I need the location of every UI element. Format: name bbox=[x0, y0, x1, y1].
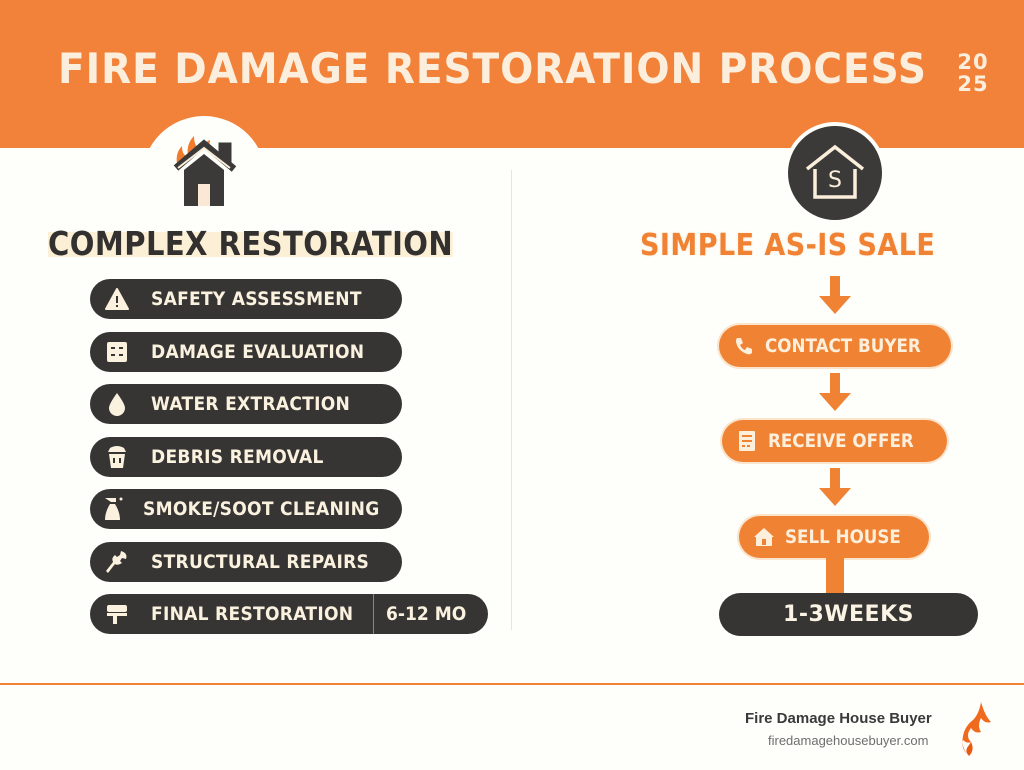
brand-name: Fire Damage House Buyer bbox=[745, 710, 932, 727]
flame-logo-icon bbox=[962, 702, 991, 756]
step-label: DEBRIS REMOVAL bbox=[151, 445, 324, 468]
svg-text:S: S bbox=[828, 168, 842, 193]
sale-duration-badge: 1-3WEEKS bbox=[719, 593, 978, 636]
warning-triangle-icon bbox=[102, 284, 132, 314]
step-label: FINAL RESTORATION bbox=[151, 603, 354, 625]
step-water-extraction: WATER EXTRACTION bbox=[90, 384, 402, 424]
spray-bottle-icon bbox=[102, 494, 124, 524]
trash-bin-icon bbox=[102, 442, 132, 472]
page-title: FIRE DAMAGE RESTORATION PROCESS bbox=[58, 44, 927, 93]
step-label: SAFETY ASSESSMENT bbox=[151, 288, 362, 310]
step-sell-house: SELL HOUSE bbox=[739, 516, 929, 558]
step-damage-evaluation: DAMAGE EVALUATION bbox=[90, 331, 402, 372]
step-receive-offer: RECEIVE OFFER bbox=[722, 420, 947, 462]
restoration-steps-list: SAFETY ASSESSMENT DAMAGE EVALUATION WATE… bbox=[90, 279, 488, 647]
step-smoke-soot-cleaning: SMOKE/SOOT CLEANING bbox=[90, 489, 402, 529]
restoration-duration: 6-12 MO bbox=[373, 594, 475, 634]
brand-url-link[interactable]: firedamagehousebuyer.com bbox=[768, 733, 929, 748]
year-label: 20 25 bbox=[955, 51, 991, 95]
simple-sale-title: SIMPLE AS-IS SALE bbox=[640, 228, 936, 263]
house-dollar-icon: S bbox=[805, 144, 865, 199]
step-label: SMOKE/SOOT CLEANING bbox=[143, 498, 380, 520]
water-drop-icon bbox=[102, 389, 132, 419]
step-debris-removal: DEBRIS REMOVAL bbox=[90, 436, 402, 477]
step-label: RECEIVE OFFER bbox=[768, 430, 914, 452]
complex-restoration-title: COMPLEX RESTORATION bbox=[48, 224, 454, 263]
step-structural-repairs: STRUCTURAL REPAIRS bbox=[90, 541, 402, 582]
footer-divider bbox=[0, 683, 1024, 685]
step-label: SELL HOUSE bbox=[785, 526, 901, 548]
year-bottom: 25 bbox=[957, 72, 989, 96]
step-label: WATER EXTRACTION bbox=[151, 393, 351, 415]
arrow-down-icon bbox=[819, 373, 851, 411]
burning-house-icon bbox=[173, 136, 237, 206]
evaluation-grid-icon bbox=[102, 337, 132, 367]
step-contact-buyer: CONTACT BUYER bbox=[719, 325, 951, 367]
wrench-icon bbox=[102, 547, 132, 577]
burning-house-badge bbox=[142, 116, 266, 240]
year-top: 20 bbox=[957, 50, 989, 74]
step-label: DAMAGE EVALUATION bbox=[151, 340, 365, 363]
step-final-restoration: FINAL RESTORATION 6-12 MO bbox=[90, 594, 488, 634]
step-label: CONTACT BUYER bbox=[765, 335, 921, 357]
house-dollar-badge: S bbox=[784, 122, 886, 224]
phone-icon bbox=[733, 335, 755, 357]
arrow-down-icon bbox=[819, 276, 851, 314]
document-icon bbox=[736, 430, 758, 452]
timeline-connector bbox=[826, 556, 844, 596]
house-icon bbox=[753, 526, 775, 548]
paint-roller-icon bbox=[102, 599, 132, 629]
arrow-down-icon bbox=[819, 468, 851, 506]
column-divider bbox=[511, 170, 512, 630]
step-safety-assessment: SAFETY ASSESSMENT bbox=[90, 279, 402, 319]
header-banner: FIRE DAMAGE RESTORATION PROCESS 20 25 bbox=[0, 0, 1024, 148]
step-label: STRUCTURAL REPAIRS bbox=[151, 550, 370, 573]
